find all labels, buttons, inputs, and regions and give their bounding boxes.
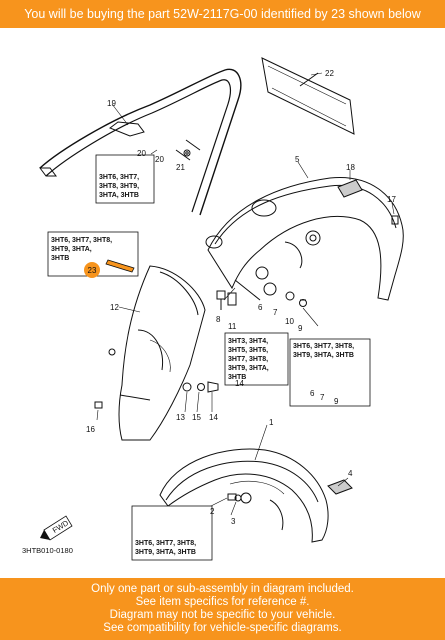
codebox-mid-line-1: 3HT3, 3HT4, <box>228 338 268 345</box>
callout-6b: 6 <box>310 389 315 398</box>
parts-diagram: 23 3HT6, 3HT7, 3HT8, 3HT9, 3HTA, 3HTB 3H… <box>22 57 404 561</box>
rear-fender <box>207 177 404 301</box>
license-plate <box>261 57 355 135</box>
callout-6a: 6 <box>258 303 263 312</box>
highlight-badge-23 <box>84 262 100 278</box>
codebox-mid-line-3: 3HT7, 3HT8, <box>228 356 268 363</box>
codebox-right-line-1: 3HT6, 3HT7, 3HT8, <box>293 343 354 350</box>
codebox-19 <box>95 154 155 204</box>
grab-bar <box>39 68 242 216</box>
codebox-bottom-line-2: 3HT9, 3HTA, 3HTB <box>135 549 196 556</box>
callout-7a: 7 <box>273 308 278 317</box>
callout-22: 22 <box>325 69 334 78</box>
bottom-line-4: See compatibility for vehicle-specific d… <box>103 622 342 634</box>
top-banner: You will be buying the part 52W-2117G-00… <box>0 0 445 28</box>
callout-20a: 20 <box>137 149 146 158</box>
codebox-19-line-1: 3HT6, 3HT7, <box>99 174 139 181</box>
callout-9b: 9 <box>334 397 339 406</box>
callout-10: 10 <box>285 317 294 326</box>
codebox-mid-line-2: 3HT5, 3HT6, <box>228 347 268 354</box>
callout-1: 1 <box>269 418 274 427</box>
codebox-19-line-2: 3HT8, 3HT9, <box>99 183 139 190</box>
codebox-23-line-1: 3HT6, 3HT7, 3HT8, <box>51 237 112 244</box>
callout-15: 15 <box>192 413 201 422</box>
codebox-mid-line-4: 3HT9, 3HTA, <box>228 365 269 372</box>
callout-2: 2 <box>210 507 215 516</box>
codebox-23-line-3: 3HTB <box>51 255 69 262</box>
bottom-line-3: Diagram may not be specific to your vehi… <box>109 609 336 621</box>
codebox-bottom-line-1: 3HT6, 3HT7, 3HT8, <box>135 540 196 547</box>
callout-23: 23 <box>88 266 97 275</box>
front-fender <box>159 448 329 543</box>
codebox-23-line-2: 3HT9, 3HTA, <box>51 246 92 253</box>
highlighted-part-23 <box>105 259 135 273</box>
codebox-19-line-3: 3HTA, 3HTB <box>99 192 139 199</box>
callout-7b: 7 <box>320 393 325 402</box>
callout-21: 21 <box>176 163 185 172</box>
callout-14b: 14 <box>209 413 218 422</box>
callout-4: 4 <box>348 469 353 478</box>
callout-18: 18 <box>346 163 355 172</box>
callout-12: 12 <box>110 303 119 312</box>
diagram-ref-code: 3HTB010-0180 <box>22 546 73 555</box>
callout-13: 13 <box>176 413 185 422</box>
codebox-mid-line-5: 3HTB <box>228 374 246 381</box>
callout-3: 3 <box>231 517 236 526</box>
callout-17: 17 <box>387 195 396 204</box>
callout-16: 16 <box>86 425 95 434</box>
callout-19: 19 <box>107 99 116 108</box>
callout-20b: 20 <box>155 155 164 164</box>
callout-8: 8 <box>216 315 221 324</box>
callout-11: 11 <box>228 322 237 331</box>
codebox-right <box>289 338 371 407</box>
bottom-line-1: Only one part or sub-assembly in diagram… <box>91 583 354 595</box>
bottom-line-2: See item specifics for reference #. <box>135 596 310 608</box>
bottom-banner: Only one part or sub-assembly in diagram… <box>0 578 445 640</box>
codebox-right-line-2: 3HT9, 3HTA, 3HTB <box>293 352 354 359</box>
callout-5: 5 <box>295 155 300 164</box>
codebox-bottom <box>131 505 213 561</box>
codebox-mid <box>224 332 289 386</box>
callout-14a: 14 <box>235 379 244 388</box>
fwd-arrow-icon: FWD <box>40 515 73 541</box>
callout-9a: 9 <box>298 324 303 333</box>
